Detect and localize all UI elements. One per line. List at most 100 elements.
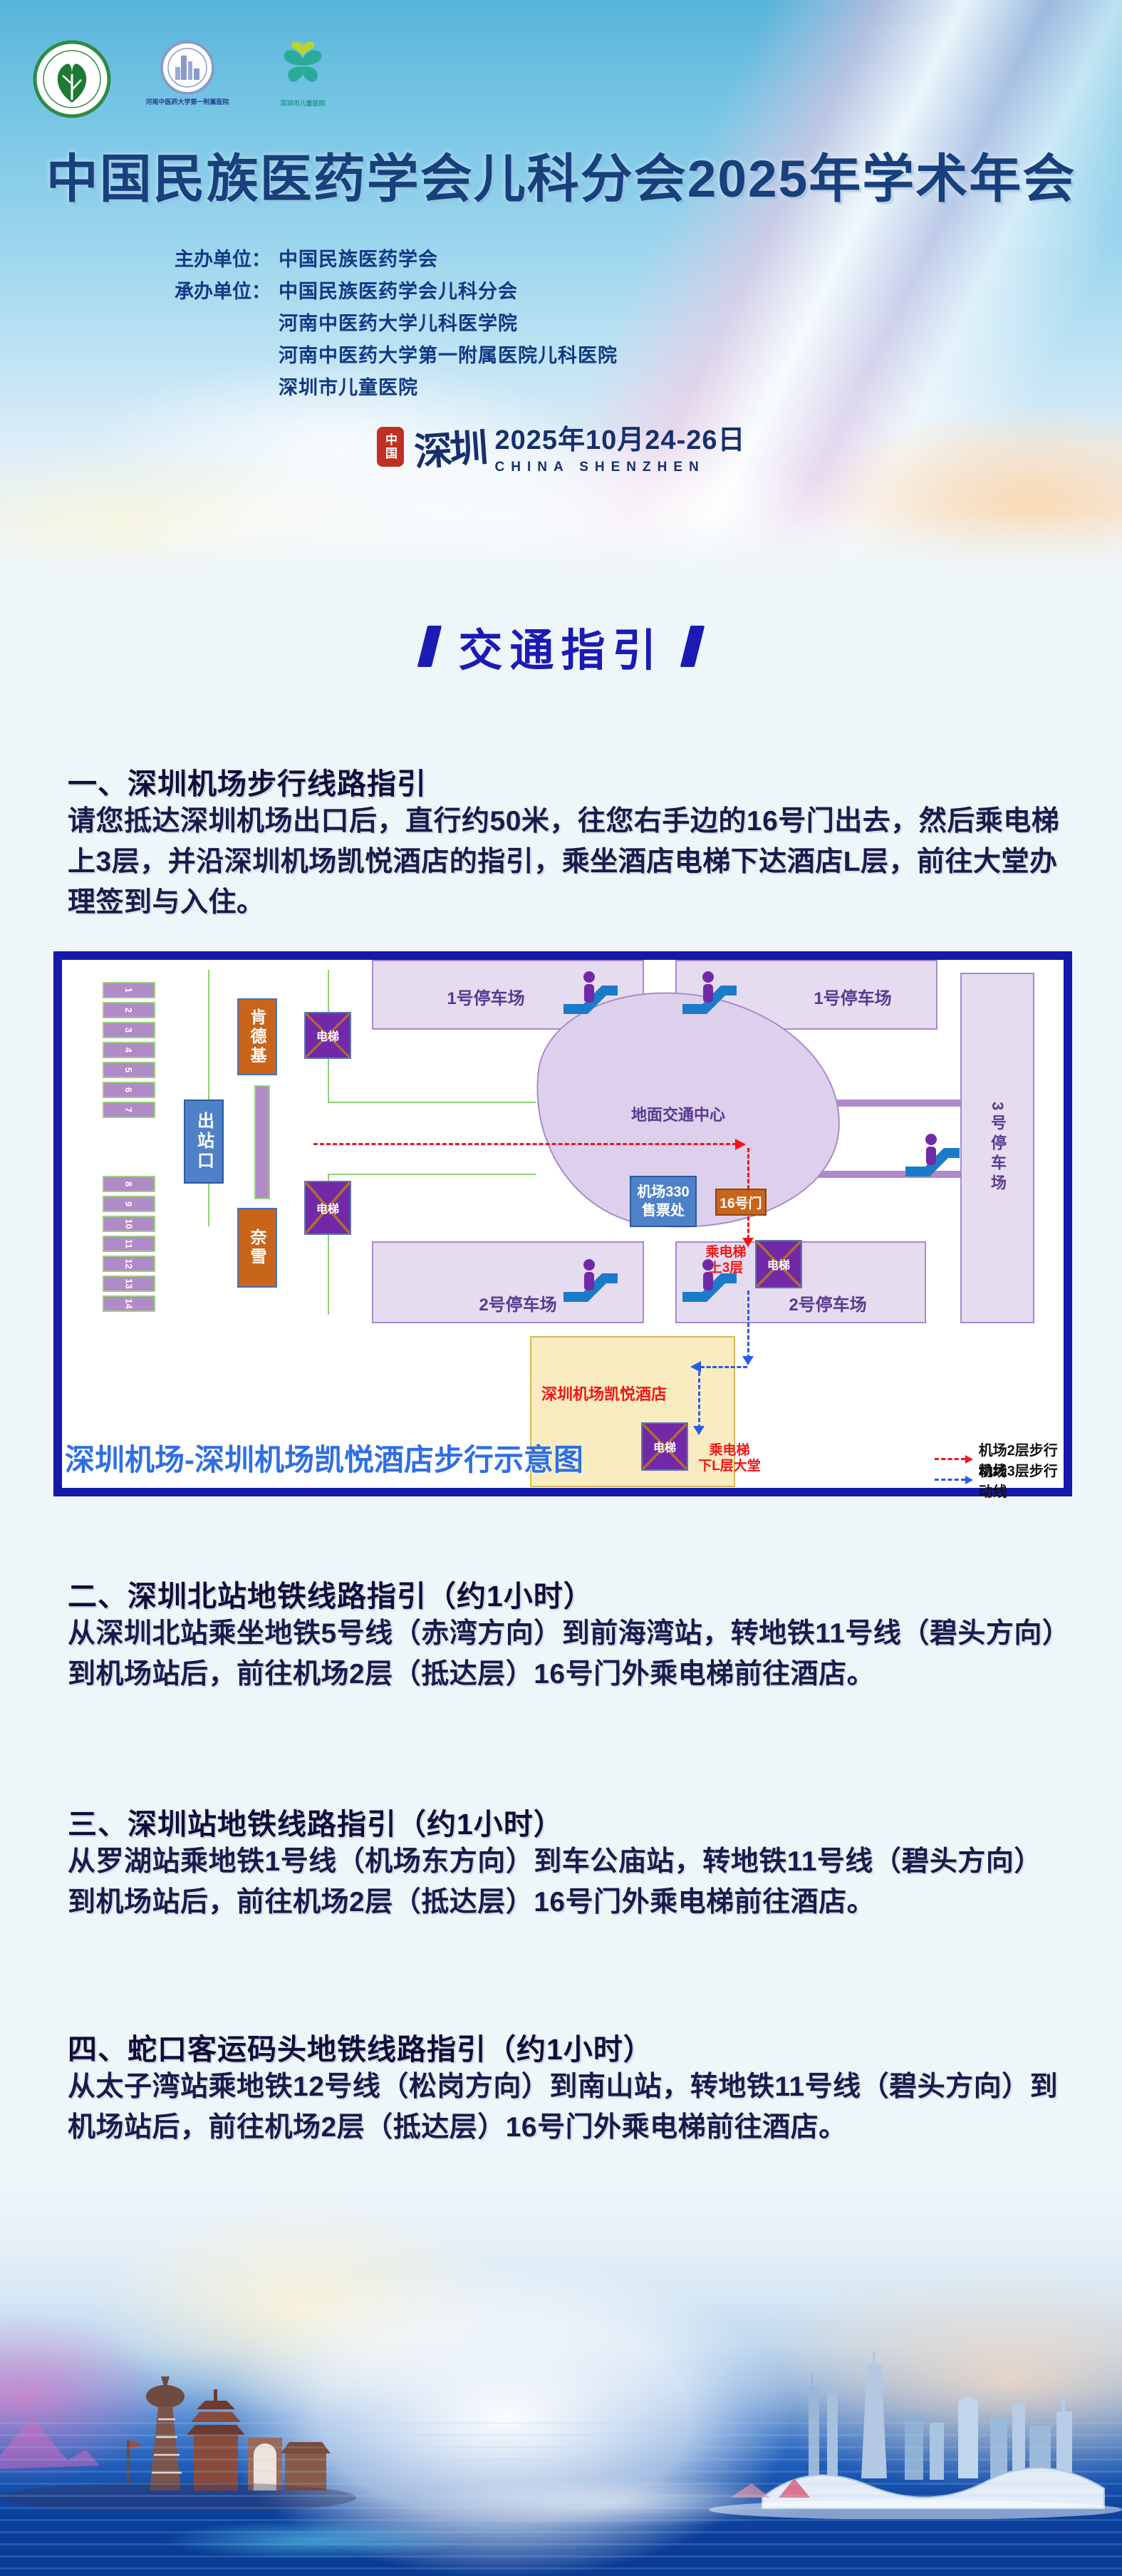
organizer-value: 中国民族医药学会儿科分会: [279, 281, 518, 302]
station-exit-box: 出站口: [184, 1100, 224, 1184]
logo-row: 河南中医药大学第一附属医院 深圳市儿童医院: [27, 40, 348, 118]
route-level3-arrow-icon: [742, 1356, 754, 1365]
route-level3-line: [700, 1366, 747, 1368]
route-level3-line: [698, 1372, 700, 1429]
gate-box: 4: [103, 1042, 155, 1058]
legend-level2-row: 机场2层步行动线: [935, 1443, 1064, 1479]
walkway-strip: [254, 1085, 270, 1199]
gate-box: 8: [103, 1176, 155, 1192]
elevator-box: 电梯: [755, 1240, 802, 1288]
parking-lot-3: 3号停车场: [960, 973, 1034, 1323]
organizer-label: 主办单位：: [175, 249, 271, 270]
gate-box: 6: [103, 1082, 155, 1098]
map-caption: 深圳机场-深圳机场凯悦酒店步行示意图: [65, 1443, 583, 1476]
escalator-icon: [563, 1259, 618, 1302]
walkway-line: [328, 1174, 329, 1315]
legend-blue-arrow-icon: [965, 1475, 973, 1484]
route-level2-line: [313, 1143, 737, 1145]
section-2-heading: 二、深圳北站地铁线路指引（约1小时）: [68, 1580, 593, 1613]
gate-box: 5: [103, 1062, 155, 1078]
date-column: 2025年10月24-26日 CHINA SHENZHEN: [495, 418, 746, 475]
legend-level3-row: 机场3层步行动线: [935, 1464, 1064, 1500]
elevator-box: 电梯: [304, 1012, 351, 1059]
gate-list-top: 1 2 3 4 5 6 7: [103, 982, 155, 1118]
gate-box: 11: [103, 1236, 155, 1252]
henan-hospital-logo-icon: [160, 41, 214, 95]
traffic-guide-banner: 交通指引: [0, 614, 1122, 678]
organizers-block: 主办单位： 中国民族医药学会 承办单位： 中国民族医药学会儿科分会 河南中医药大…: [175, 244, 618, 404]
hyatt-hotel-block: 深圳机场凯悦酒店: [530, 1336, 735, 1487]
slant-bar-icon: [417, 626, 442, 667]
organizer-row: 河南中医药大学儿科医学院: [175, 308, 618, 340]
elevator-box: 电梯: [641, 1422, 688, 1471]
traffic-guide-title: 交通指引: [458, 626, 664, 676]
gate-box: 13: [103, 1276, 155, 1292]
ground-transport-center-label: 地面交通中心: [630, 1106, 725, 1124]
parking-1-label: 1号停车场: [814, 989, 892, 1008]
parking-2-label: 2号停车场: [789, 1295, 867, 1315]
section-1-body: 请您抵达深圳机场出口后，直行约50米，往您右手边的16号门出去，然后乘电梯上3层…: [68, 806, 1060, 918]
event-date: 2025年10月24-26日: [494, 425, 746, 455]
henan-hospital-logo: 河南中医药大学第一附属医院: [142, 40, 232, 106]
organizer-label: [175, 340, 279, 372]
date-block: 中国 深圳 2025年10月24-26日 CHINA SHENZHEN: [0, 418, 1122, 475]
legend-label: 机场2层步行动线: [978, 1442, 1058, 1479]
organizer-value: 河南中医药大学第一附属医院儿科医院: [279, 345, 618, 366]
parking-2-label: 2号停车场: [479, 1295, 557, 1315]
gate-box: 1: [103, 982, 155, 998]
escalator-icon: [905, 1134, 960, 1176]
gate-list-bottom: 8 9 10 11 12 13 14: [103, 1176, 155, 1312]
organizer-value: 中国民族医药学会: [279, 249, 438, 270]
take-elevator-up-note: 乘电梯上3层: [705, 1245, 747, 1276]
route-level2-arrow-icon: [735, 1139, 746, 1150]
page-title: 中国民族医药学会儿科分会2025年学术年会: [46, 150, 1076, 208]
henan-hospital-caption: 河南中医药大学第一附属医院: [145, 98, 229, 105]
connector-bar: [786, 1171, 960, 1178]
route-level2-arrow-icon: [742, 1238, 754, 1247]
organizer-value: 河南中医药大学儿科医学院: [279, 313, 518, 334]
association-logo-icon: [33, 40, 111, 118]
organizer-label: [175, 372, 279, 404]
organizer-value: 深圳市儿童医院: [279, 377, 418, 398]
escalator-icon: [682, 971, 737, 1014]
organizer-row: 承办单位： 中国民族医药学会儿科分会: [175, 276, 618, 308]
hyatt-hotel-label: 深圳机场凯悦酒店: [541, 1385, 668, 1403]
shenzhen-childrens-hospital-caption: 深圳市儿童医院: [280, 100, 326, 107]
section-3-heading: 三、深圳站地铁线路指引（约1小时）: [68, 1808, 563, 1841]
water-surface: [0, 2412, 1122, 2576]
naixue-box: 奈雪: [237, 1208, 277, 1288]
section-4-body: 从太子湾站乘地铁12号线（松岗方向）到南山站，转地铁11号线（碧头方向）到机场站…: [68, 2071, 1059, 2143]
map-legend: 机场2层步行动线 机场3层步行动线: [935, 1443, 1064, 1500]
association-logo: [27, 40, 117, 118]
walkway-line: [208, 970, 209, 1226]
take-elevator-down-note: 乘电梯下L层大堂: [698, 1443, 761, 1474]
skyline-illustration: [0, 2181, 1122, 2576]
legend-blue-dash-icon: [935, 1479, 965, 1481]
legend-red-dash-icon: [935, 1458, 965, 1460]
shenzhen-calligraphy: 深圳: [412, 426, 487, 475]
escalator-icon: [682, 1259, 737, 1302]
organizer-row: 主办单位： 中国民族医药学会: [175, 244, 618, 276]
route-level3-arrow-icon: [693, 1426, 705, 1435]
organizer-row: 河南中医药大学第一附属医院儿科医院: [175, 340, 618, 372]
ticket-office-line1: 机场330: [637, 1184, 690, 1200]
escalator-icon: [563, 971, 618, 1014]
gate-box: 7: [103, 1102, 155, 1118]
airport-330-ticket-office: 机场330 售票处: [630, 1176, 697, 1227]
section-3-body: 从罗湖站乘地铁1号线（机场东方向）到车公庙站，转地铁11号线（碧头方向）到机场站…: [68, 1846, 1042, 1918]
sky-banner-background: [0, 0, 1122, 599]
route-level3-line: [747, 1290, 749, 1359]
slant-bar-icon: [680, 626, 705, 667]
walkway-line: [328, 1174, 536, 1175]
event-location-en: CHINA SHENZHEN: [494, 460, 705, 475]
gate-box: 12: [103, 1256, 155, 1272]
organizer-row: 深圳市儿童医院: [175, 372, 618, 404]
parking-1-label: 1号停车场: [447, 989, 525, 1008]
legend-red-arrow-icon: [965, 1454, 973, 1464]
organizer-label: 承办单位：: [175, 281, 271, 302]
connector-bar: [786, 1100, 960, 1107]
gate-box: 3: [103, 1022, 155, 1038]
section-4-heading: 四、蛇口客运码头地铁线路指引（约1小时）: [68, 2033, 653, 2066]
airport-walk-map: 1 2 3 4 5 6 7 8 9 10 11 12 13 14 肯德基 奈雪 …: [53, 951, 1072, 1500]
